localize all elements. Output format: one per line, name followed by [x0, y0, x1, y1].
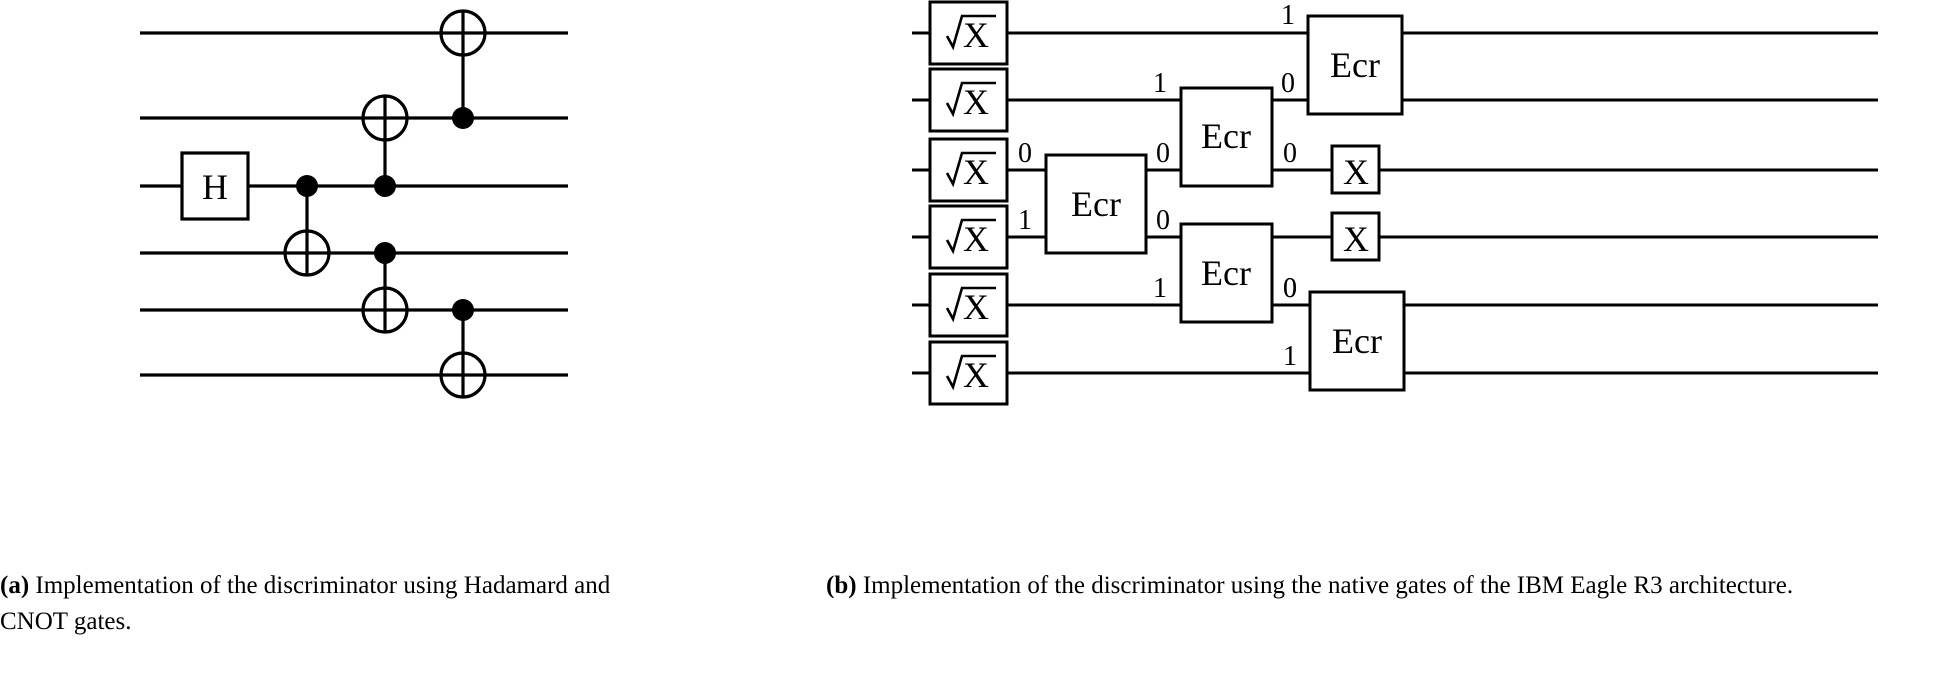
caption-panel-a: (a) Implementation of the discriminator …	[0, 568, 640, 640]
gate-sqrtx-6-label: X	[963, 355, 989, 395]
sqrt-radical-icon	[945, 81, 996, 118]
gate-ecr-2-label: Ecr	[1201, 116, 1251, 156]
gate-ecr-1-in-label-top: 0	[1018, 138, 1032, 169]
caption-a-tag: (a)	[0, 572, 30, 599]
caption-panel-b: (b) Implementation of the discriminator …	[826, 568, 1935, 604]
circuit-a-svg: H	[140, 9, 568, 399]
gate-sqrtx-3[interactable]: X	[928, 137, 1009, 203]
gate-ecr-5-label: Ecr	[1332, 321, 1382, 361]
gate-sqrtx-4[interactable]: X	[928, 204, 1009, 270]
sqrt-radical-icon	[945, 286, 996, 323]
gate-ecr-5-in-label-top: 0	[1283, 273, 1297, 304]
cnot-5-control-dot[interactable]	[452, 299, 474, 321]
cnot-3[interactable]	[361, 242, 409, 334]
panel-b-circuit: X X X X	[880, 0, 1935, 430]
gate-sqrtx-2[interactable]: X	[928, 67, 1009, 133]
gate-ecr-3-out-label-bottom: 0	[1283, 273, 1297, 304]
gate-ecr-3[interactable]: Ecr 0 1	[1153, 222, 1297, 324]
gate-x-1[interactable]: X	[1330, 144, 1381, 195]
cnot-5[interactable]	[439, 299, 487, 399]
gate-x-1-box[interactable]	[1330, 144, 1381, 195]
gate-sqrtx-5-box[interactable]	[928, 272, 1009, 338]
caption-b-text: Implementation of the discriminator usin…	[856, 572, 1794, 599]
gate-ecr-2-box[interactable]	[1179, 86, 1274, 188]
gate-ecr-5[interactable]: Ecr 0 1	[1283, 273, 1406, 392]
gate-x-1-label: X	[1343, 152, 1369, 192]
sqrt-radical-icon	[945, 218, 996, 255]
gate-sqrtx-1-box[interactable]	[928, 0, 1009, 66]
gate-ecr-2[interactable]: Ecr 1 0	[1153, 68, 1297, 188]
gate-sqrtx-5-label: X	[963, 287, 989, 327]
gate-ecr-5-box[interactable]	[1308, 290, 1406, 392]
gate-sqrtx-5[interactable]: X	[928, 272, 1009, 338]
cnot-4-control-dot[interactable]	[452, 107, 474, 129]
gate-ecr-5-in-label-bottom: 1	[1283, 341, 1297, 372]
gate-sqrtx-6[interactable]: X	[928, 340, 1009, 406]
gate-h-label: H	[202, 167, 228, 207]
gate-sqrtx-1[interactable]: X	[928, 0, 1009, 66]
panel-a-circuit: H	[0, 0, 700, 430]
sqrt-radical-icon	[945, 151, 996, 188]
gate-ecr-3-in-label-bottom: 1	[1153, 273, 1167, 304]
gate-ecr-4[interactable]: Ecr 1 0	[1281, 0, 1404, 116]
gate-ecr-2-in-label-bottom: 0	[1283, 138, 1297, 169]
gate-sqrtx-3-box[interactable]	[928, 137, 1009, 203]
circuit-b-svg: X X X X	[912, 0, 1878, 406]
sqrt-radical-icon	[945, 354, 996, 391]
sqrt-radical-icon	[945, 14, 996, 51]
gate-sqrtx-6-box[interactable]	[928, 340, 1009, 406]
gate-ecr-1-out-label-bottom: 0	[1156, 205, 1170, 236]
gate-sqrtx-4-label: X	[963, 219, 989, 259]
gate-h-box[interactable]	[180, 151, 250, 221]
caption-b-tag: (b)	[826, 572, 857, 599]
gate-ecr-4-in-label-top: 1	[1281, 0, 1295, 31]
cnot-3-control-dot[interactable]	[374, 242, 396, 264]
cnot-2[interactable]	[361, 94, 409, 197]
gate-ecr-1[interactable]: Ecr 0 1 0 0	[1018, 138, 1170, 255]
gate-sqrtx-1-label: X	[963, 15, 989, 55]
gate-h[interactable]: H	[180, 151, 250, 221]
gate-ecr-1-out-label-top: 0	[1156, 138, 1170, 169]
cnot-1-control-dot[interactable]	[296, 175, 318, 197]
gate-x-2[interactable]: X	[1330, 211, 1381, 262]
cnot-2-control-dot[interactable]	[374, 175, 396, 197]
gate-ecr-2-in-label-top: 1	[1153, 68, 1167, 99]
gate-ecr-4-box[interactable]	[1306, 14, 1404, 116]
gate-ecr-4-label: Ecr	[1330, 45, 1380, 85]
cnot-4[interactable]	[439, 9, 487, 129]
gate-ecr-1-in-label-bottom: 1	[1018, 205, 1032, 236]
gate-ecr-3-box[interactable]	[1179, 222, 1274, 324]
gate-ecr-3-label: Ecr	[1201, 253, 1251, 293]
gate-ecr-1-box[interactable]	[1044, 153, 1148, 255]
gate-sqrtx-4-box[interactable]	[928, 204, 1009, 270]
gate-sqrtx-2-label: X	[963, 82, 989, 122]
gate-ecr-4-in-label-bottom: 0	[1281, 68, 1295, 99]
caption-a-text: Implementation of the discriminator usin…	[0, 572, 611, 635]
gate-sqrtx-2-box[interactable]	[928, 67, 1009, 133]
cnot-1[interactable]	[283, 175, 331, 277]
gate-ecr-1-label: Ecr	[1071, 184, 1121, 224]
gate-sqrtx-3-label: X	[963, 152, 989, 192]
gate-x-2-label: X	[1343, 219, 1369, 259]
gate-x-2-box[interactable]	[1330, 211, 1381, 262]
